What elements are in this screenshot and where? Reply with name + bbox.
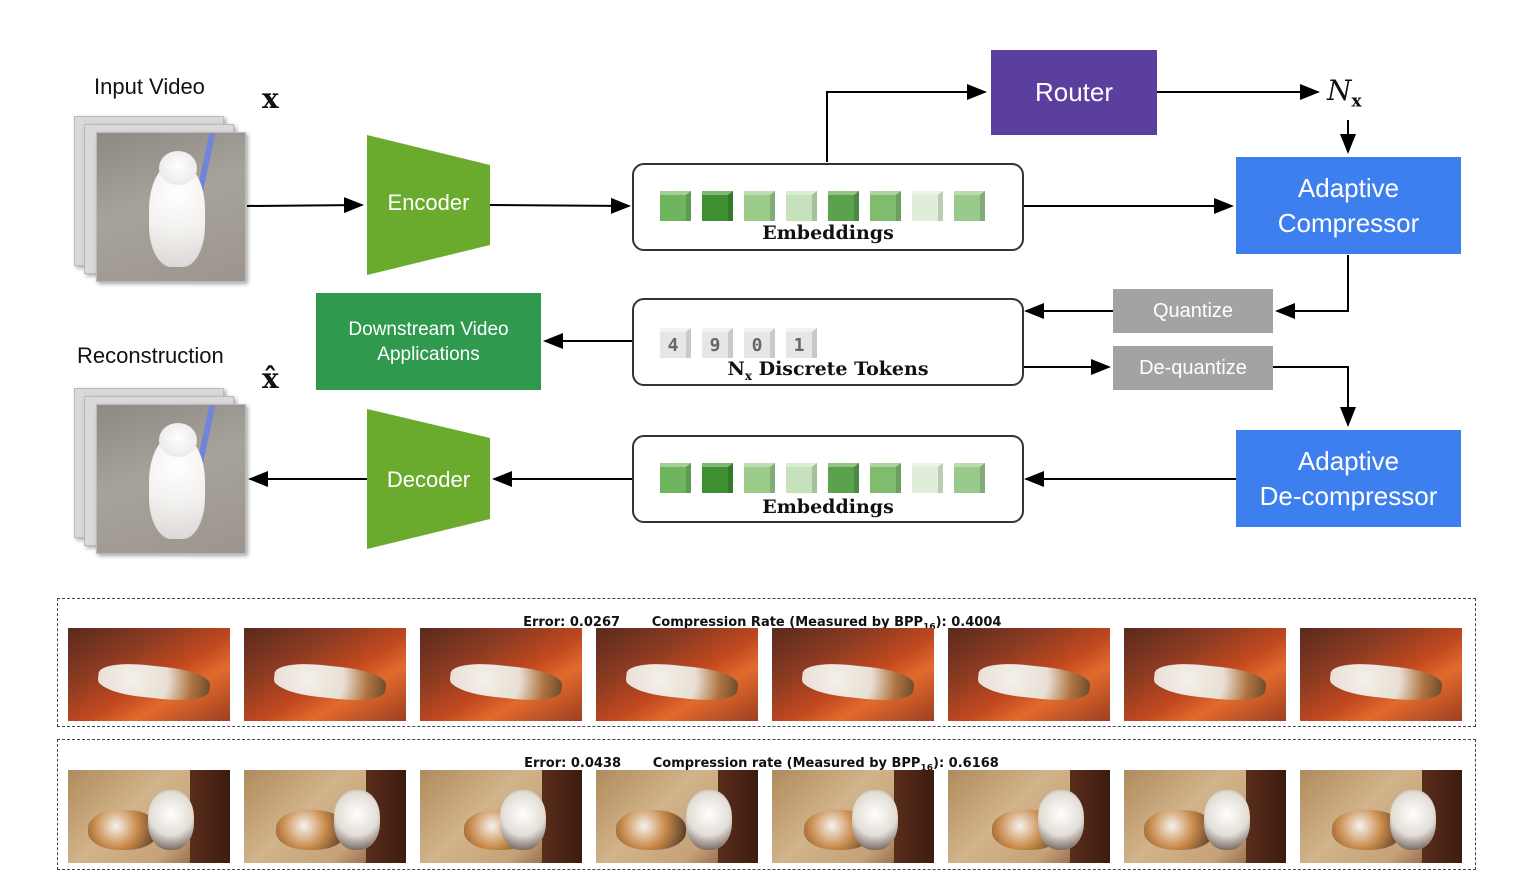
embeddings-bottom-cubes [660,459,1000,493]
adaptive-decompressor-block: Adaptive De-compressor [1236,430,1461,527]
top-embedding-cube [954,191,985,221]
reconstruction-label: Reconstruction [77,343,224,368]
bottom-embedding-cube [702,463,733,493]
bottom-embedding-cube [660,463,691,493]
router-block: Router [991,50,1157,135]
example-2-caption: Error: 0.0438 Compression rate (Measured… [524,756,999,774]
discrete-tokens-label: Nx Discrete Tokens [727,358,929,383]
discrete-token: 0 [744,328,775,358]
input-symbol: x [262,82,279,115]
example-frame [1300,628,1462,721]
example-frame [772,770,934,863]
top-embedding-cube [870,191,901,221]
example-frame [68,628,230,721]
example-frame [1124,628,1286,721]
encoder-label: Encoder [387,190,470,215]
example-frame [420,770,582,863]
example-frame [596,628,758,721]
quantize-block: Quantize [1113,289,1273,333]
decoder-label: Decoder [386,467,471,492]
bottom-embedding-cube [954,463,985,493]
embeddings-top-box: Embeddings [632,163,1024,251]
adaptive-compressor-block: Adaptive Compressor [1236,157,1461,254]
example-frame [948,628,1110,721]
input-video-stack [74,116,246,282]
example-frame [1124,770,1286,863]
decoder-shape [367,409,490,549]
embeddings-top-cubes [660,187,1000,221]
embeddings-bottom-label: Embeddings [762,496,894,518]
embeddings-bottom-box: Embeddings [632,435,1024,523]
example-frame [244,628,406,721]
discrete-token: 4 [660,328,691,358]
discrete-token: 1 [786,328,817,358]
top-embedding-cube [660,191,691,221]
reconstruction-symbol: x̂ [262,362,279,395]
top-embedding-cube [702,191,733,221]
example-frame [772,628,934,721]
example-1-caption: Error: 0.0267 Compression Rate (Measured… [523,615,1002,633]
top-embedding-cube [744,191,775,221]
bottom-embedding-cube [912,463,943,493]
bottom-embedding-cube [744,463,775,493]
top-embedding-cube [912,191,943,221]
reconstruction-stack [74,388,246,554]
discrete-token: 9 [702,328,733,358]
top-embedding-cube [786,191,817,221]
example-frame [244,770,406,863]
downstream-applications-block: Downstream Video Applications [316,293,541,390]
bottom-embedding-cube [828,463,859,493]
bottom-embedding-cube [870,463,901,493]
example-frame [420,628,582,721]
example-panel-2: Error: 0.0438 Compression rate (Measured… [57,739,1476,870]
example-frame [1300,770,1462,863]
encoder-shape [367,135,490,275]
bottom-embedding-cube [786,463,817,493]
example-panel-1: Error: 0.0267 Compression Rate (Measured… [57,598,1476,727]
router-output-nx: Nx [1327,74,1362,112]
example-frame [596,770,758,863]
top-embedding-cube [828,191,859,221]
input-video-frame [96,132,246,282]
reconstruction-frame [96,404,246,554]
example-frame [68,770,230,863]
embeddings-top-label: Embeddings [762,222,894,244]
input-video-label: Input Video [94,74,205,99]
example-frame [948,770,1110,863]
dequantize-block: De-quantize [1113,346,1273,390]
router-label: Router [1034,77,1114,107]
